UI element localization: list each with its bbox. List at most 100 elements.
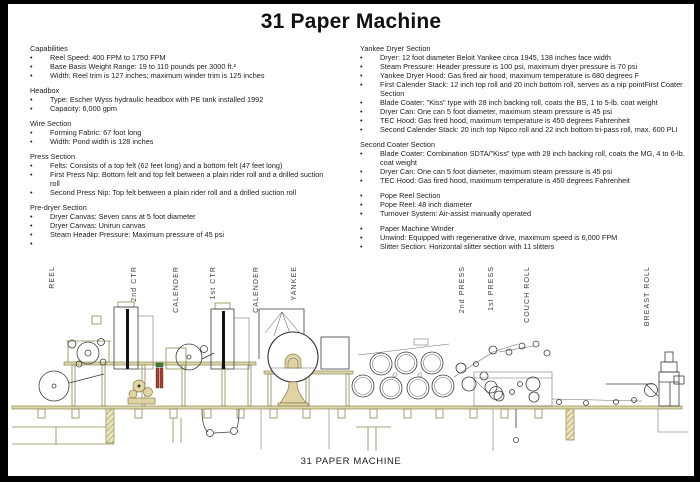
spec-column-left: Capabilities•Reel Speed: 400 FPM to 1750…	[30, 44, 330, 254]
floor-line	[11, 405, 688, 451]
spec-section: Yankee Dryer Section•Dryer: 12 foot diam…	[360, 44, 692, 134]
spec-item-text: Dryer Canvas: Unirun canvas	[50, 221, 146, 230]
bullet-icon: •	[30, 62, 33, 71]
document-page: 31 Paper Machine Capabilities•Reel Speed…	[8, 4, 694, 476]
bullet-icon: •	[360, 149, 363, 158]
spec-item-text: Width: Reel trim is 127 inches; maximum …	[50, 71, 265, 80]
spec-section: Wire Section•Forming Fabric: 67 foot lon…	[30, 119, 330, 146]
spec-item-text: Width: Pond width is 128 inches	[50, 137, 154, 146]
spec-item: • Unwind: Equipped with regenerative driv…	[360, 233, 692, 242]
spec-item: • Slitter Section: Horizontal slitter sec…	[360, 242, 692, 251]
machine-part-label: COUCH ROLL	[524, 266, 531, 323]
first-coater-tower	[210, 302, 250, 370]
spec-item: • Yankee Dryer Hood: Gas fired air hood, …	[360, 71, 692, 80]
spec-item-text: Type: Escher Wyss hydraulic headbox with…	[50, 95, 264, 104]
spec-item-text: First Calender Stack: 12 inch top roll a…	[380, 80, 683, 98]
spec-item: •Felts: Consists of a top felt (62 feet …	[30, 161, 330, 170]
spec-item-text: Paper Machine Winder	[380, 224, 455, 233]
spec-item-text: Second Press Nip: Top felt between a pla…	[50, 188, 297, 197]
section-heading: Wire Section	[30, 119, 72, 128]
spec-item-text: Turnover System: Air-assist manually ope…	[380, 209, 531, 218]
spec-item: • Second Calender Stack: 20 inch top Nipc…	[360, 125, 692, 134]
bullet-icon: •	[30, 170, 33, 179]
bullet-icon: •	[360, 53, 363, 62]
yankee-dryer	[267, 331, 319, 407]
spec-item: •Pope Reel Section	[360, 191, 692, 200]
section-heading: Second Coater Section	[360, 140, 436, 149]
spec-item-text: Blade Coater: "Kiss" type with 28 inch b…	[380, 98, 658, 107]
spec-item-text: First Press Nip: Bottom felt and top fel…	[50, 170, 324, 188]
spec-item: • Dryer: 12 foot diameter Beloit Yankee c…	[360, 53, 692, 62]
red-accent-bar	[159, 367, 164, 389]
spec-item-text: Felts: Consists of a top felt (62 feet l…	[50, 161, 283, 170]
spec-section: Pre-dryer Section•Dryer Canvas: Seven ca…	[30, 203, 330, 248]
bullet-icon: •	[30, 230, 33, 239]
spec-item: •Reel Speed: 400 FPM to 1750 FPM	[30, 53, 330, 62]
bullet-icon: •	[30, 95, 33, 104]
bullet-icon: •	[30, 104, 33, 113]
spec-item: • Dryer Canvas: Unirun canvas	[30, 221, 330, 230]
spec-item: • Width: Reel trim is 127 inches; maximum…	[30, 71, 330, 80]
bullet-icon: •	[360, 242, 363, 251]
spec-item: •Capacity: 6,000 gpm	[30, 104, 330, 113]
bullet-icon: •	[30, 188, 33, 197]
bullet-icon: •	[360, 125, 363, 134]
wire-table	[473, 371, 553, 407]
bullet-icon: •	[30, 221, 33, 230]
spec-item-text: Dryer Canvas: Seven cans at 5 foot diame…	[50, 212, 196, 221]
diagram-caption: 31 PAPER MACHINE	[300, 456, 402, 467]
spec-section: Headbox•Type: Escher Wyss hydraulic head…	[30, 86, 330, 113]
spec-item: •TEC Hood: Gas fired hood, maximum tempe…	[360, 116, 692, 125]
bullet-icon: •	[360, 176, 363, 185]
spec-item-text: Unwind: Equipped with regenerative drive…	[380, 233, 618, 242]
spec-item: •Width: Pond width is 128 inches	[30, 137, 330, 146]
machine-part-label: 2nd CTR	[131, 266, 138, 302]
spec-item: •Dryer Canvas: Seven cans at 5 foot diam…	[30, 212, 330, 221]
bullet-icon: •	[30, 71, 33, 80]
bullet-icon: •	[360, 71, 363, 80]
felt-loop	[201, 408, 519, 443]
bullet-icon: •	[360, 224, 363, 233]
spec-item: •Turnover System: Air-assist manually op…	[360, 209, 692, 218]
spec-item: •	[30, 239, 330, 248]
spec-item: • First Press Nip: Bottom felt and top fe…	[30, 170, 330, 188]
spec-item-text: Steam Header Pressure: Maximum pressure …	[50, 230, 224, 239]
section-heading: Press Section	[30, 152, 76, 161]
spec-section: •Pope Reel Section•Pope Reel: 48 inch di…	[360, 191, 692, 218]
reel-group	[38, 315, 111, 402]
page-title: 31 Paper Machine	[260, 10, 442, 33]
spec-item: •Blade Coater: "Kiss" type with 28 inch …	[360, 98, 692, 107]
spec-item-text: Dryer: 12 foot diameter Beloit Yankee ci…	[380, 53, 611, 62]
bullet-icon: •	[360, 200, 363, 209]
hatched-column-right	[565, 408, 575, 441]
bullet-icon: •	[360, 116, 363, 125]
spec-item: •Dryer Can: One can 5 foot diameter, max…	[360, 167, 692, 176]
second-coater-tower	[113, 301, 154, 370]
machine-part-label: BREAST ROLL	[644, 266, 651, 326]
machine-part-label: 1st CTR	[210, 266, 217, 299]
spec-item-text: Slitter Section: Horizontal slitter sect…	[380, 242, 555, 251]
spec-item-text: Yankee Dryer Hood: Gas fired air hood, m…	[380, 71, 640, 80]
spec-section: Second Coater Section•Blade Coater: Comb…	[360, 140, 692, 185]
spec-item: •Blade Coater: Combination SDTA/"Kiss" t…	[360, 149, 692, 167]
breast-roll-group	[551, 351, 685, 407]
spec-item: • Paper Machine Winder	[360, 224, 692, 233]
spec-item: •Steam Pressure: Header pressure is 100 …	[360, 62, 692, 71]
bullet-icon: •	[360, 80, 363, 89]
hatched-column-left	[105, 408, 115, 444]
red-accent-bar	[155, 367, 160, 389]
bullet-icon: •	[360, 233, 363, 242]
spec-column-right: Yankee Dryer Section•Dryer: 12 foot diam…	[360, 44, 692, 257]
section-heading: Headbox	[30, 86, 60, 95]
spec-item: • First Calender Stack: 12 inch top roll …	[360, 80, 692, 98]
machine-part-label: CALENDER	[253, 266, 260, 313]
spec-item-text: Second Calender Stack: 20 inch top Nipco…	[380, 125, 678, 134]
machine-part-label: 2nd PRESS	[459, 266, 466, 313]
machine-part-label: YANKEE	[291, 266, 298, 300]
machine-part-label: CALENDER	[173, 266, 180, 313]
spec-item: •Base Basis Weight Range: 19 to 110 poun…	[30, 62, 330, 71]
yankee-pedestal	[279, 381, 307, 404]
